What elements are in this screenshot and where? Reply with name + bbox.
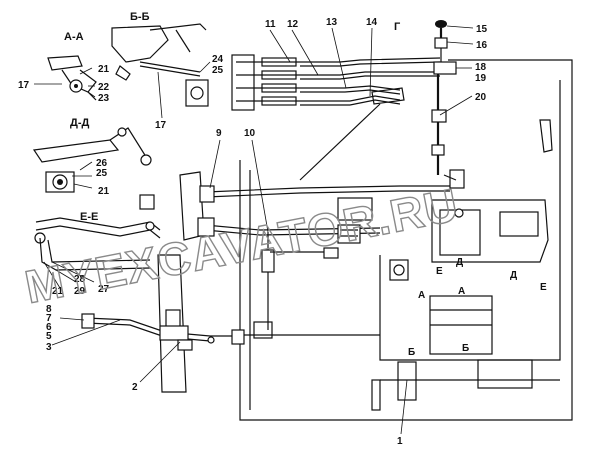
detail-section-dd bbox=[32, 127, 152, 193]
section-title-ee: Е-Е bbox=[80, 211, 98, 223]
callout-20: 20 bbox=[475, 92, 487, 103]
lever-bank bbox=[231, 54, 441, 181]
mark-e-1: Е bbox=[436, 266, 443, 277]
section-title-aa: А-А bbox=[64, 31, 84, 43]
callout-3: 3 bbox=[46, 342, 52, 353]
callout-21c: 21 bbox=[52, 286, 64, 297]
callout-5: 5 bbox=[46, 331, 52, 342]
callout-14: 14 bbox=[366, 17, 378, 28]
callout-27: 27 bbox=[98, 284, 110, 295]
mark-b-1: Б bbox=[408, 347, 415, 358]
pedal-linkage bbox=[81, 313, 245, 351]
mark-a-1: А bbox=[418, 290, 425, 301]
callout-17b: 17 bbox=[155, 120, 167, 131]
callout-16: 16 bbox=[476, 40, 488, 51]
mark-e-2: Е bbox=[540, 282, 547, 293]
detail-section-bb bbox=[111, 23, 209, 107]
callout-1: 1 bbox=[397, 436, 403, 447]
callout-24: 24 bbox=[212, 54, 224, 65]
callout-25b: 25 bbox=[96, 168, 108, 179]
callout-21a: 21 bbox=[98, 64, 110, 75]
mark-d-1: Д bbox=[456, 257, 463, 268]
callout-18: 18 bbox=[475, 62, 487, 73]
callout-23: 23 bbox=[98, 93, 110, 104]
detail-section-aa bbox=[47, 55, 97, 101]
vertical-rod bbox=[431, 20, 553, 189]
callout-19: 19 bbox=[475, 73, 487, 84]
section-title-dd: Д-Д bbox=[70, 117, 89, 129]
callout-9: 9 bbox=[216, 128, 222, 139]
section-titles: А-А Б-Б Д-Д Е-Е Г bbox=[64, 11, 401, 223]
callout-21b: 21 bbox=[98, 186, 110, 197]
callout-17a: 17 bbox=[18, 80, 30, 91]
callout-15: 15 bbox=[476, 24, 488, 35]
callout-22: 22 bbox=[98, 82, 110, 93]
callout-6: 6 bbox=[46, 322, 52, 333]
transverse-rods bbox=[197, 185, 450, 330]
callout-25a: 25 bbox=[212, 65, 224, 76]
callout-numbers: 1 2 3 5 6 7 8 9 10 11 12 13 14 15 16 17 … bbox=[18, 17, 488, 447]
mark-a-2: А bbox=[458, 286, 465, 297]
mark-d-2: Д bbox=[510, 270, 517, 281]
section-title-g: Г bbox=[394, 21, 401, 33]
callout-11: 11 bbox=[265, 19, 276, 30]
watermark: MYEXCAVATOR.RU bbox=[21, 178, 463, 313]
callout-26: 26 bbox=[96, 158, 108, 169]
section-title-bb: Б-Б bbox=[130, 11, 150, 23]
callout-29: 29 bbox=[74, 286, 86, 297]
callout-28: 28 bbox=[74, 274, 86, 285]
callout-2: 2 bbox=[132, 382, 138, 393]
callout-7: 7 bbox=[46, 313, 52, 324]
callout-10: 10 bbox=[244, 128, 256, 139]
callout-13: 13 bbox=[326, 17, 338, 28]
control-panel bbox=[389, 199, 549, 355]
mark-b-2: Б bbox=[462, 343, 469, 354]
section-marks: Д Д Е Е А А Б Б bbox=[408, 257, 547, 358]
leader-lines bbox=[34, 25, 474, 435]
callout-8: 8 bbox=[46, 304, 52, 315]
callout-12: 12 bbox=[287, 19, 299, 30]
